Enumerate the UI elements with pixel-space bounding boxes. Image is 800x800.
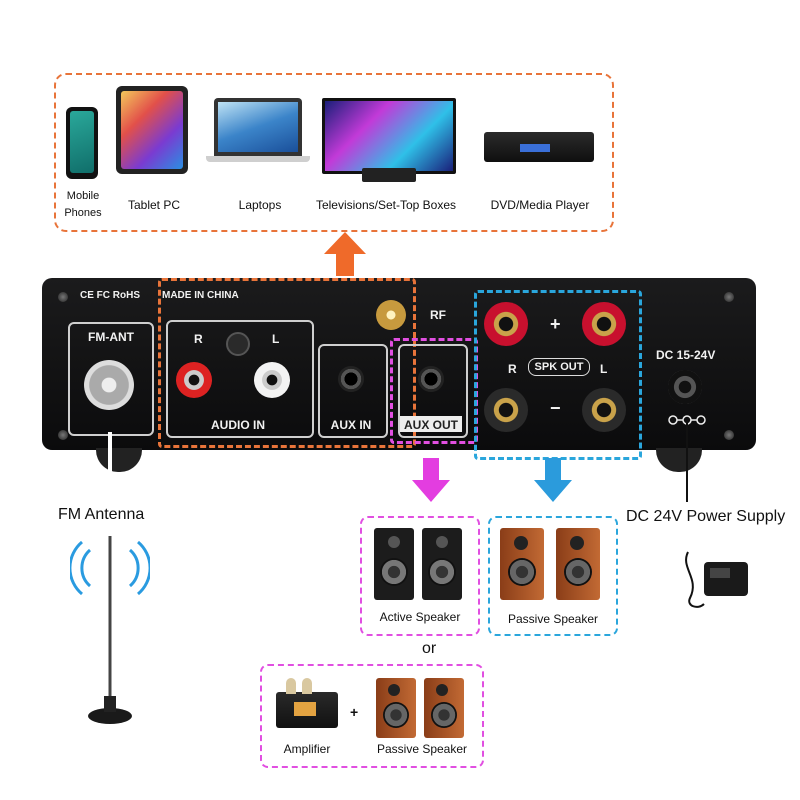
- dc-input-label: DC 15-24V: [656, 348, 716, 362]
- active-speaker-box: [360, 516, 480, 636]
- input-region-highlight: [158, 278, 416, 448]
- passive-speaker-image: [556, 528, 600, 600]
- set-top-box-image: [362, 168, 416, 182]
- binding-post-black: [484, 388, 528, 432]
- certification-marks: CE FC RoHS: [80, 290, 140, 301]
- device-label-dvd: DVD/Media Player: [490, 198, 590, 212]
- aux-out-port-box: [398, 344, 468, 438]
- aux-out-jack: [418, 366, 444, 392]
- dc-connector-line: [686, 422, 688, 502]
- laptop-image: [214, 98, 302, 156]
- screw: [724, 430, 734, 440]
- rca-right-red: [176, 362, 212, 398]
- knob: [226, 332, 250, 356]
- audio-in-l-label: L: [272, 332, 280, 346]
- cyan-down-arrow: [534, 458, 572, 502]
- laptop-base: [206, 156, 310, 162]
- or-label: or: [422, 640, 437, 657]
- passive-speaker-box: [488, 516, 618, 636]
- dc-power-supply-label: DC 24V Power Supply: [626, 508, 786, 525]
- binding-post-red: [484, 302, 528, 346]
- polarity-icon: [668, 412, 706, 425]
- spk-minus-label: −: [550, 398, 561, 418]
- amplifier-label: Amplifier: [283, 742, 331, 756]
- combo-plus-sign: +: [350, 704, 359, 720]
- spk-plus-label: +: [550, 314, 561, 334]
- aux-out-label: AUX OUT: [404, 418, 458, 432]
- dvd-player-image: [484, 132, 594, 162]
- screw: [724, 292, 734, 302]
- device-label-tablet: Tablet PC: [127, 198, 181, 212]
- amplifier-combo-box: [260, 664, 484, 768]
- fm-ant-label: FM-ANT: [88, 330, 134, 344]
- rca-left-white: [254, 362, 290, 398]
- fm-antenna-connector: [84, 360, 134, 410]
- combo-passive-speaker-label: Passive Speaker: [376, 742, 468, 756]
- audio-in-r-label: R: [194, 332, 203, 346]
- audio-in-port-box: [166, 320, 314, 438]
- spk-r-label: R: [508, 362, 517, 376]
- tube-amplifier-image: [276, 678, 338, 728]
- made-in-text: MADE IN CHINA: [162, 290, 239, 301]
- tablet-image: [116, 86, 188, 174]
- mobile-phone-image: [66, 107, 98, 179]
- aux-in-label: AUX IN: [330, 418, 372, 432]
- orange-up-arrow: [324, 232, 366, 276]
- combo-passive-speaker-image: [376, 678, 416, 738]
- binding-post-black: [582, 388, 626, 432]
- aux-in-port-box: [318, 344, 388, 438]
- dc-jack: [668, 370, 702, 404]
- rf-connector: [376, 300, 406, 330]
- foot: [656, 448, 702, 472]
- rf-label: RF: [430, 308, 446, 322]
- fm-connector-line: [108, 432, 112, 500]
- combo-passive-speaker-image: [424, 678, 464, 738]
- active-speaker-image: [374, 528, 414, 600]
- power-adapter-image: [685, 551, 748, 608]
- magenta-down-arrow: [412, 458, 450, 502]
- passive-speaker-label: Passive Speaker: [507, 612, 599, 626]
- device-label-mobile: Mobile Phones: [64, 190, 102, 219]
- active-speaker-image: [422, 528, 462, 600]
- spk-l-label: L: [600, 362, 608, 376]
- device-label-laptops: Laptops: [238, 198, 282, 212]
- fm-antenna-image: [70, 536, 150, 724]
- television-image: [322, 98, 456, 174]
- screw: [58, 430, 68, 440]
- passive-speaker-image: [500, 528, 544, 600]
- aux-out-label-bg: [400, 416, 462, 432]
- foot: [96, 448, 142, 472]
- sources-box: [54, 73, 614, 232]
- fm-antenna-label: FM Antenna: [58, 506, 145, 523]
- device-label-tv: Televisions/Set-Top Boxes: [315, 198, 457, 212]
- screw: [58, 292, 68, 302]
- audio-in-label: AUDIO IN: [211, 418, 265, 432]
- active-speaker-label: Active Speaker: [379, 610, 461, 624]
- binding-post-red: [582, 302, 626, 346]
- aux-in-jack: [338, 366, 364, 392]
- spk-out-label: SPK OUT: [528, 358, 590, 376]
